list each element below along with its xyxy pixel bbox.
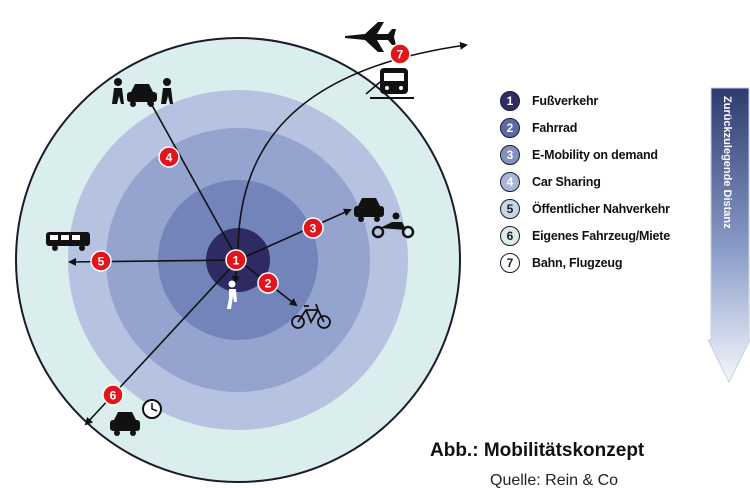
clock-icon [142,399,162,419]
legend-label: E-Mobility on demand [532,148,658,162]
legend-number: 5 [500,199,520,219]
marker-6: 6 [102,384,124,406]
legend-label: Bahn, Flugzeug [532,256,623,270]
legend-label: Car Sharing [532,175,601,189]
legend-number: 6 [500,226,520,246]
marker-5: 5 [90,250,112,272]
legend-number: 7 [500,253,520,273]
distance-arrow: Zurückzulegende Distanz [707,87,750,384]
legend-number: 2 [500,118,520,138]
marker-1: 1 [225,249,247,271]
figure-caption: Abb.: Mobilitätskonzept [430,440,645,461]
pedestrians-car-icon [112,78,173,107]
pedestrian-icon [227,280,237,309]
legend-label: Eigenes Fahrzeug/Miete [532,229,670,243]
bicycle-icon [291,303,331,329]
marker-4-label: 4 [166,151,173,165]
legend-item-bicycle: 2 Fahrrad [500,117,577,139]
arrow-car-sharing [147,96,239,261]
arrow-e-mobility [237,208,352,261]
legend-item-rail-air: 7 Bahn, Flugzeug [500,252,622,274]
legend-item-e-mobility: 3 E-Mobility on demand [500,144,658,166]
marker-6-label: 6 [110,389,117,403]
legend-item-public-transport: 5 Öffentlicher Nahverkehr [500,198,670,220]
legend-label: Fußverkehr [532,94,599,108]
marker-2: 2 [257,272,279,294]
legend-item-walking: 1 Fußverkehr [500,90,598,112]
legend-number: 3 [500,145,520,165]
marker-1-label: 1 [233,254,240,268]
legend-label: Fahrrad [532,121,578,135]
marker-4: 4 [158,146,180,168]
car-icon [354,198,384,222]
marker-5-label: 5 [98,255,105,269]
marker-3-label: 3 [310,222,317,236]
distance-label: Zurückzulegende Distanz [721,96,733,229]
marker-3: 3 [302,217,324,239]
legend-number: 4 [500,172,520,192]
airplane-icon [345,22,396,52]
train-icon [365,68,414,99]
car-icon [110,412,140,436]
legend-item-car-sharing: 4 Car Sharing [500,171,601,193]
motorcycle-icon [371,212,415,239]
legend-label: Öffentlicher Nahverkehr [532,202,670,216]
legend-number: 1 [500,91,520,111]
bus-icon [46,232,90,251]
legend-item-own-vehicle: 6 Eigenes Fahrzeug/Miete [500,225,670,247]
marker-7-label: 7 [397,48,404,62]
marker-2-label: 2 [265,277,272,291]
marker-7: 7 [389,43,411,65]
figure-source: Quelle: Rein & Co [490,472,619,489]
